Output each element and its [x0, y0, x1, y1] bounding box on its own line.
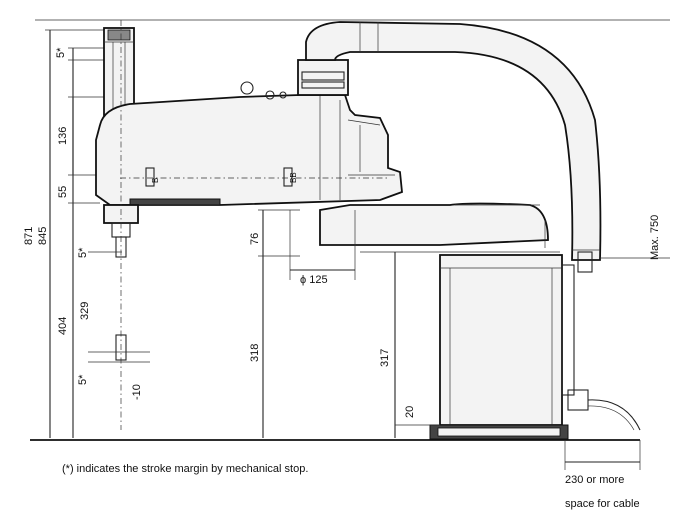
label-neg10: -10	[131, 384, 143, 400]
label-329: 329	[79, 302, 91, 320]
label-phi125: ϕ 125	[300, 274, 328, 286]
label-5-top: 5*	[55, 47, 67, 58]
cable-space-line1: 230 or more	[565, 474, 624, 486]
shaft-end	[115, 334, 127, 361]
label-55: 55	[57, 186, 69, 198]
label-318: 318	[249, 344, 261, 362]
cable-duct	[305, 21, 602, 261]
label-317: 317	[379, 349, 391, 367]
label-5-low: 5*	[77, 374, 89, 385]
label-5-mid: 5*	[77, 247, 89, 258]
label-76: 76	[249, 233, 261, 245]
label-404: 404	[57, 317, 69, 335]
ball-screw-column	[103, 27, 135, 119]
cable-exit	[587, 399, 641, 431]
arm1	[319, 202, 549, 246]
indicator-lamp	[240, 81, 254, 95]
label-B: B	[151, 178, 160, 183]
label-BB: BB	[289, 172, 298, 183]
elbow-cap	[297, 59, 349, 96]
cable-space-line2: space for cable	[565, 498, 640, 510]
stroke-margin-note: (*) indicates the stroke margin by mecha…	[62, 463, 308, 475]
label-136: 136	[57, 127, 69, 145]
label-871: 871	[23, 227, 35, 245]
arm2-housing	[95, 94, 403, 206]
label-845: 845	[37, 227, 49, 245]
base-column	[439, 254, 563, 426]
label-20: 20	[404, 406, 416, 418]
label-max750: Max. 750	[649, 215, 661, 260]
